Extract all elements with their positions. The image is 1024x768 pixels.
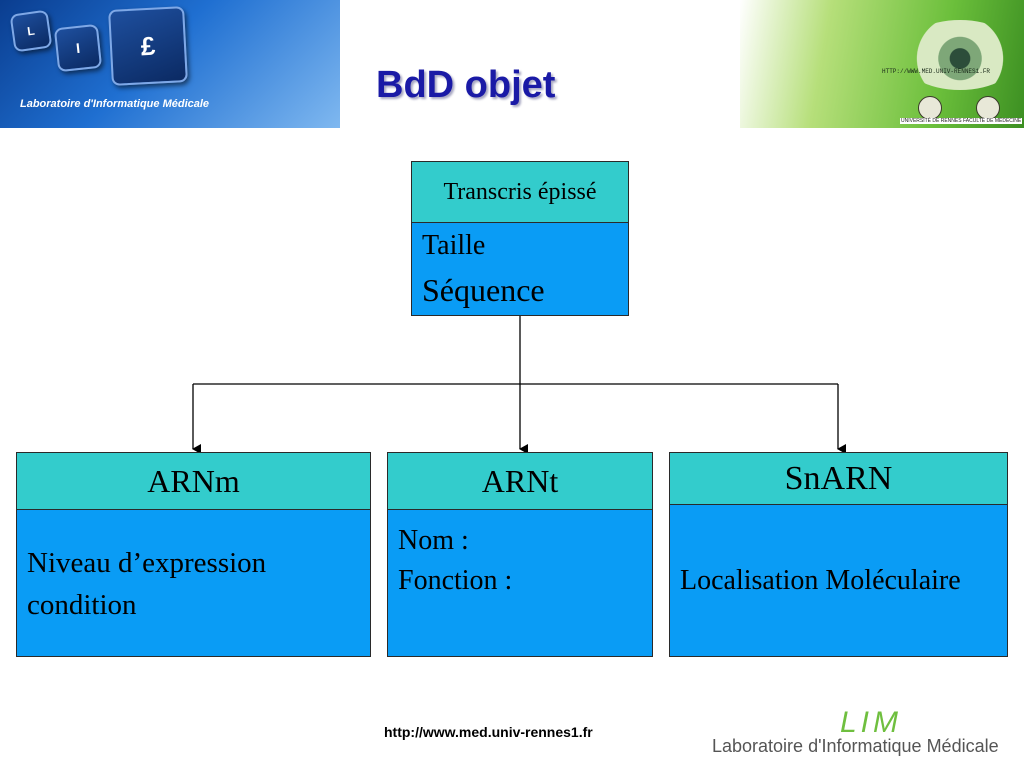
class-box-arnm: ARNm Niveau d’expression condition <box>16 452 371 657</box>
class-name-snarn: SnARN <box>670 453 1007 505</box>
faculty-seal-label: FACULTÉ DE MÉDECINE <box>962 118 1023 124</box>
class-box-snarn: SnARN Localisation Moléculaire <box>669 452 1008 657</box>
university-seal-label: UNIVERSITÉ DE RENNES I <box>900 118 966 124</box>
lab-name-banner: Laboratoire d'Informatique Médicale <box>20 98 210 110</box>
class-name-arnm: ARNm <box>17 453 370 510</box>
class-name-arnt: ARNt <box>388 453 652 510</box>
attribute-niveau-expression: Niveau d’expression <box>27 547 267 579</box>
header-banner-right: HTTP://WWW.MED.UNIV-RENNES1.FR UNIVERSIT… <box>740 0 1024 128</box>
attribute-fonction: Fonction : <box>398 565 513 596</box>
university-seal-icon <box>918 96 942 120</box>
attribute-nom: Nom : <box>398 525 469 556</box>
faculty-seal-icon <box>976 96 1000 120</box>
lab-name-footer: Laboratoire d'Informatique Médicale <box>712 736 999 756</box>
attribute-localisation: Localisation Moléculaire <box>680 565 961 596</box>
header-banner-left: L I £ Laboratoire d'Informatique Médical… <box>0 0 340 128</box>
slide-title: BdD objet <box>376 64 556 106</box>
class-name-transcris: Transcris épissé <box>412 162 628 223</box>
eye-image <box>900 20 1020 90</box>
attribute-condition: condition <box>27 589 137 621</box>
class-box-transcris: Transcris épissé Taille Séquence <box>411 161 629 316</box>
attribute-taille: Taille <box>422 230 486 261</box>
footer-url: http://www.med.univ-rennes1.fr <box>384 724 593 740</box>
attribute-sequence: Séquence <box>422 272 545 308</box>
lim-logo: LIM <box>840 706 903 739</box>
banner-url: HTTP://WWW.MED.UNIV-RENNES1.FR <box>882 68 991 75</box>
class-box-arnt: ARNt Nom : Fonction : <box>387 452 653 657</box>
